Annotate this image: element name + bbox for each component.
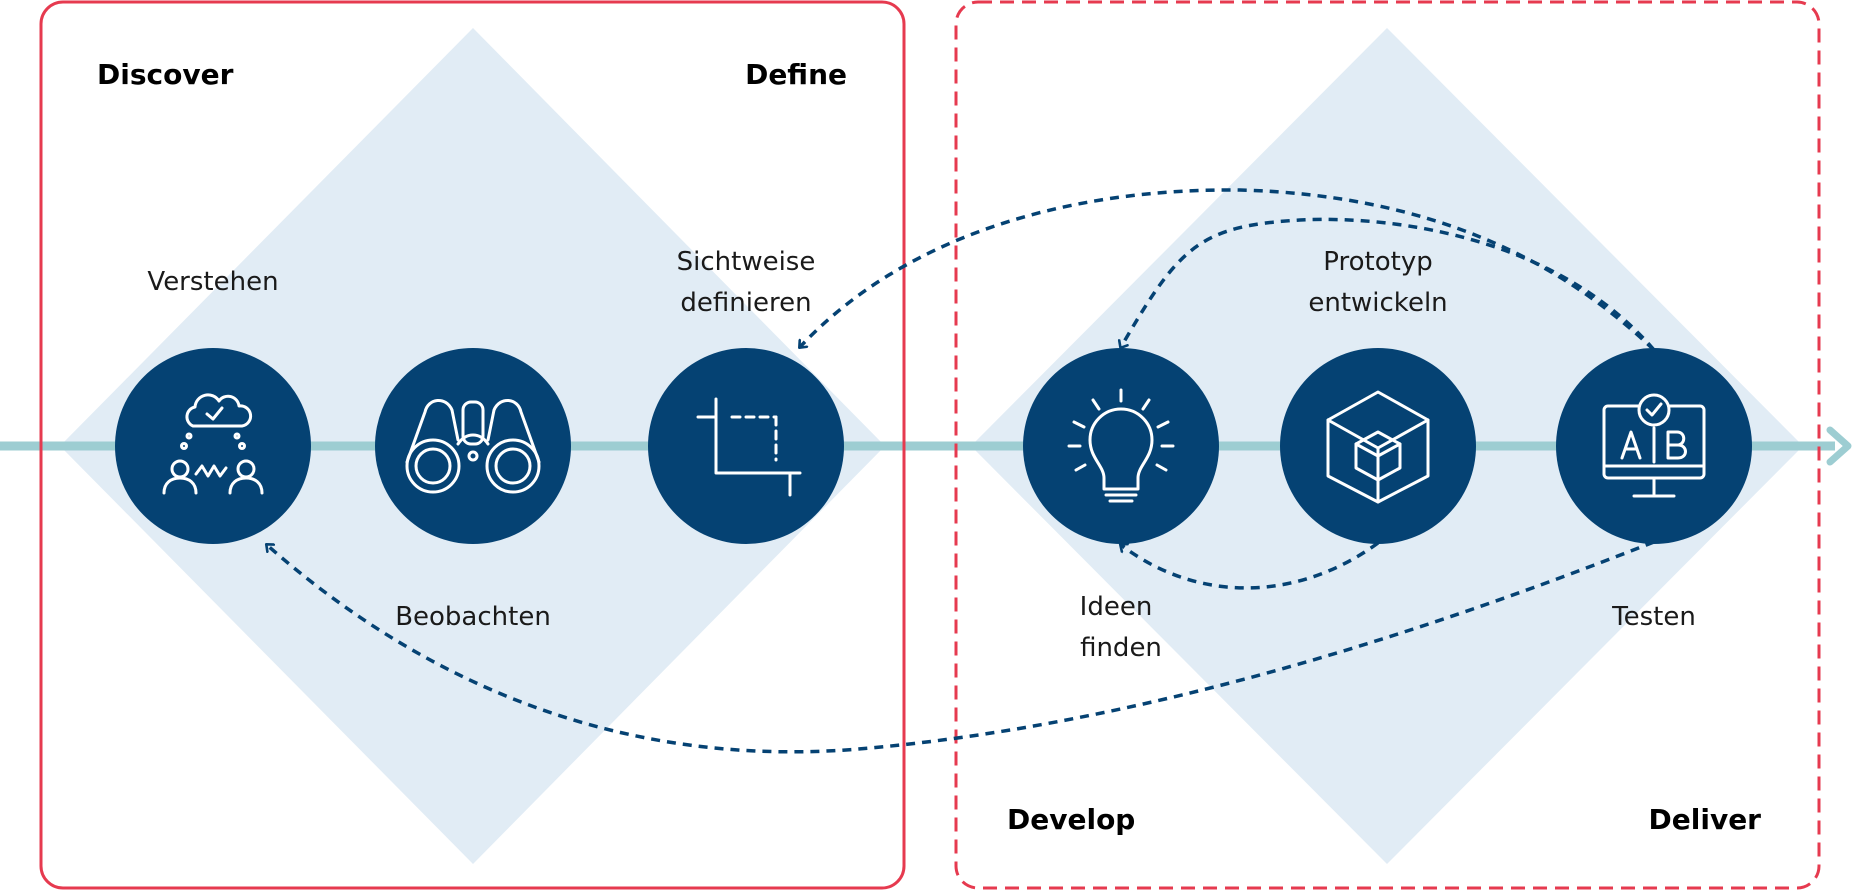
problem-space-frame — [39, 0, 906, 890]
step-label-verstehen: Verstehen — [147, 267, 278, 297]
binoculars-icon — [405, 399, 541, 494]
phase-label-discover: Discover — [97, 58, 234, 91]
phase-label-deliver: Deliver — [1649, 803, 1762, 836]
feedback-arrow-prototyp-to-ideen — [1121, 541, 1380, 590]
step-label-ideen-line1: Ideen — [1080, 592, 1153, 622]
step-label-prototyp-line1: Prototyp — [1323, 247, 1432, 277]
solution-space-frame — [954, 0, 1821, 890]
step-circle-ideen — [1023, 348, 1219, 544]
ab-test-monitor-icon — [1602, 393, 1706, 498]
phase-label-define: Define — [745, 58, 847, 91]
phase-label-develop: Develop — [1007, 803, 1135, 836]
step-circle-beobachten — [375, 348, 571, 544]
process-axis-arrowhead — [1826, 426, 1852, 466]
feedback-arrow-testen-to-ideen — [1121, 217, 1656, 352]
crop-icon — [696, 397, 802, 497]
3d-cube-icon — [1326, 390, 1430, 504]
lightbulb-icon — [1067, 388, 1175, 503]
step-circle-verstehen — [115, 348, 311, 544]
step-label-ideen-line2: finden — [1080, 633, 1162, 663]
step-label-testen: Testen — [1611, 602, 1696, 632]
people-thought-cloud-icon — [162, 393, 264, 495]
step-circle-sichtweise — [648, 348, 844, 544]
step-label-prototyp-line2: entwickeln — [1308, 288, 1447, 318]
step-label-sichtweise-line1: Sichtweise — [677, 247, 816, 277]
step-circle-prototyp — [1280, 348, 1476, 544]
step-label-beobachten: Beobachten — [395, 602, 551, 632]
step-label-sichtweise-line2: definieren — [680, 288, 811, 318]
